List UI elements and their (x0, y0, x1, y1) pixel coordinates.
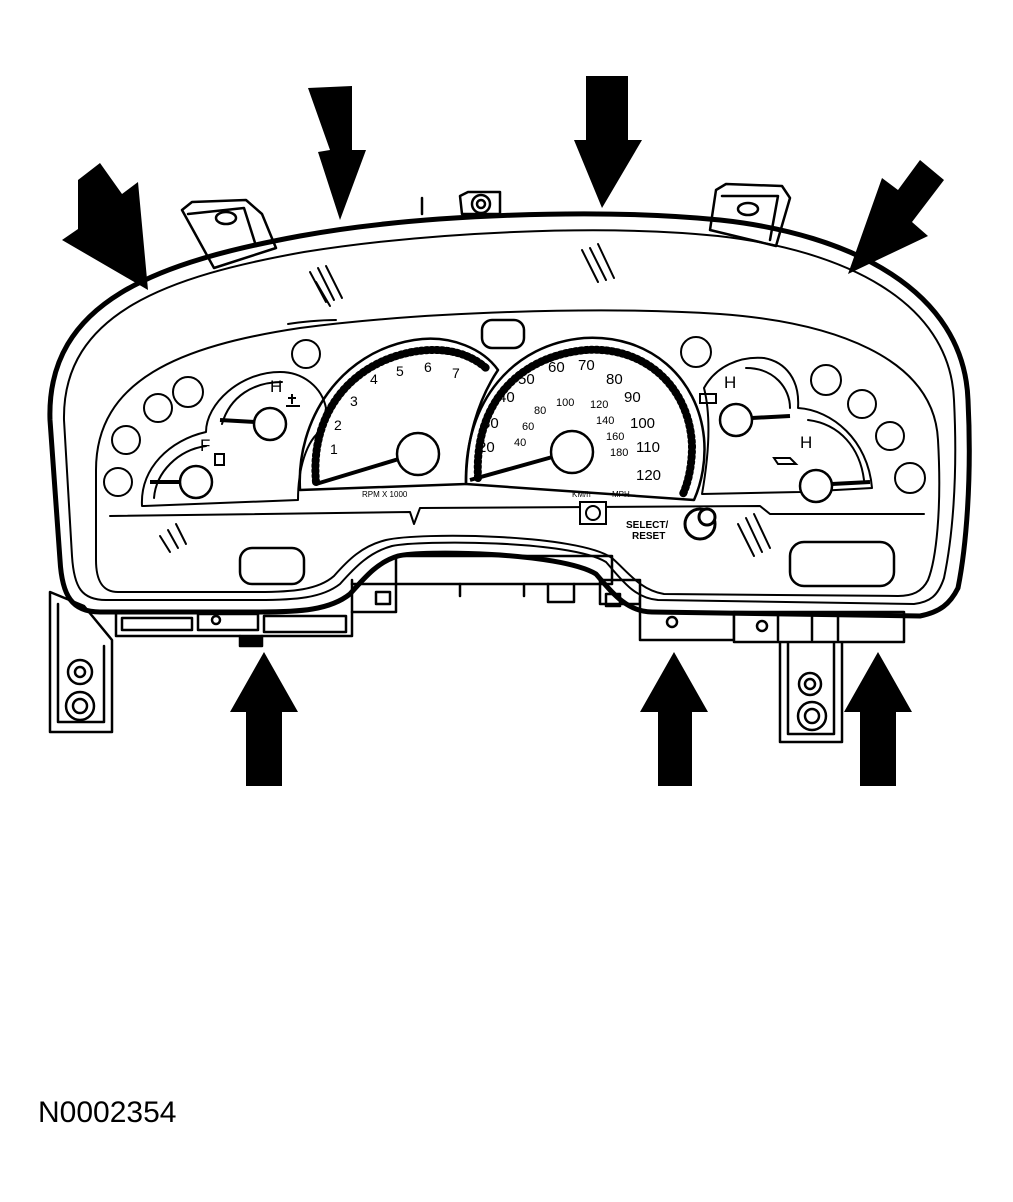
svg-text:2: 2 (334, 417, 342, 433)
figure-id-label: N0002354 (38, 1096, 177, 1129)
battery-icon (699, 393, 717, 404)
speedometer-kmh-scale: 40 60 80 100 120 140 160 180 (514, 397, 628, 459)
svg-text:90: 90 (624, 389, 641, 406)
arrow-bottom-left (230, 652, 298, 786)
oil-hot-label: H (800, 433, 812, 452)
coolant-temp-icon (286, 394, 300, 407)
svg-text:5: 5 (396, 363, 404, 379)
svg-text:6: 6 (424, 359, 432, 375)
select-reset-line2: RESET (632, 531, 665, 542)
bottom-arrows (230, 652, 912, 786)
speedometer-hub (549, 429, 595, 475)
left-bracket-screw-lower (64, 690, 96, 722)
speedometer-mph-label: MPH (612, 490, 630, 499)
svg-text:100: 100 (556, 397, 574, 409)
arrow-top-center (574, 76, 642, 208)
arrow-bottom-right (844, 652, 912, 786)
right-bracket-screw-lower (796, 700, 828, 732)
svg-text:60: 60 (522, 421, 534, 433)
svg-text:1: 1 (330, 441, 338, 457)
arrow-top-right (848, 160, 944, 274)
left-message-window (238, 546, 306, 586)
lower-housing-connectors (114, 554, 906, 648)
cluster-housing (47, 211, 972, 619)
top-arrows (62, 76, 944, 290)
svg-text:80: 80 (534, 405, 546, 417)
fuel-full-label: F (200, 436, 210, 455)
svg-text:4: 4 (370, 371, 378, 387)
right-gauge-pod: H H (699, 356, 873, 504)
warning-lamps (103, 336, 926, 497)
tachometer-tick-ring (311, 346, 490, 486)
svg-text:110: 110 (636, 439, 660, 456)
temp-hot-label: H (270, 377, 282, 396)
voltage-hot-label: H (724, 373, 736, 392)
arrow-top-left (62, 163, 148, 290)
arrow-bottom-center (640, 652, 708, 786)
top-center-window (480, 318, 526, 350)
tachometer-needle (315, 456, 403, 486)
speedometer: 20 30 40 50 60 70 80 90 100 110 120 40 6… (464, 336, 706, 525)
right-bracket-screw-upper (797, 671, 823, 697)
svg-text:50: 50 (518, 371, 535, 388)
side-mounting-brackets (48, 590, 844, 744)
svg-text:120: 120 (590, 399, 608, 411)
voltage-gauge-hub (718, 402, 754, 438)
select-reset-button[interactable]: SELECT/ RESET (626, 507, 717, 542)
tachometer-scale: 1 2 3 4 5 6 7 (330, 359, 460, 457)
svg-text:3: 3 (350, 393, 358, 409)
svg-text:160: 160 (606, 431, 624, 443)
svg-text:140: 140 (596, 415, 614, 427)
speedometer-mph-scale: 20 30 40 50 60 70 80 90 100 110 120 (478, 357, 661, 484)
svg-text:40: 40 (498, 389, 515, 406)
oil-gauge-hub (798, 468, 834, 504)
left-bracket-screw-upper (66, 658, 94, 686)
arrow-top-left-center (308, 86, 366, 220)
svg-text:40: 40 (514, 437, 526, 449)
select-reset-line1: SELECT/ (626, 520, 668, 531)
tachometer-hub (395, 431, 441, 477)
svg-text:60: 60 (548, 359, 565, 376)
speedometer-kmh-label: KM/h (572, 490, 591, 499)
oil-can-icon (772, 457, 799, 465)
svg-text:20: 20 (478, 439, 495, 456)
glass-reflection-marks (159, 243, 771, 557)
svg-text:80: 80 (606, 371, 623, 388)
speedometer-needle (469, 454, 557, 482)
fuel-gauge-hub (178, 464, 214, 500)
top-mounting-tabs (180, 182, 792, 270)
fuel-pump-icon (214, 453, 225, 466)
display-windows (238, 318, 896, 588)
svg-text:30: 30 (482, 415, 499, 432)
speedometer-tick-ring (473, 345, 696, 500)
tachometer-units-label: RPM X 1000 (362, 490, 408, 499)
svg-text:70: 70 (578, 357, 595, 374)
svg-text:120: 120 (636, 467, 661, 484)
temp-gauge-hub (252, 406, 288, 442)
svg-text:100: 100 (630, 415, 655, 432)
right-message-window (788, 540, 896, 588)
tachometer: 1 2 3 4 5 6 7 RPM X 1000 (298, 337, 500, 499)
svg-text:7: 7 (452, 365, 460, 381)
svg-text:180: 180 (610, 447, 628, 459)
left-gauge-pod: F H (140, 371, 327, 507)
